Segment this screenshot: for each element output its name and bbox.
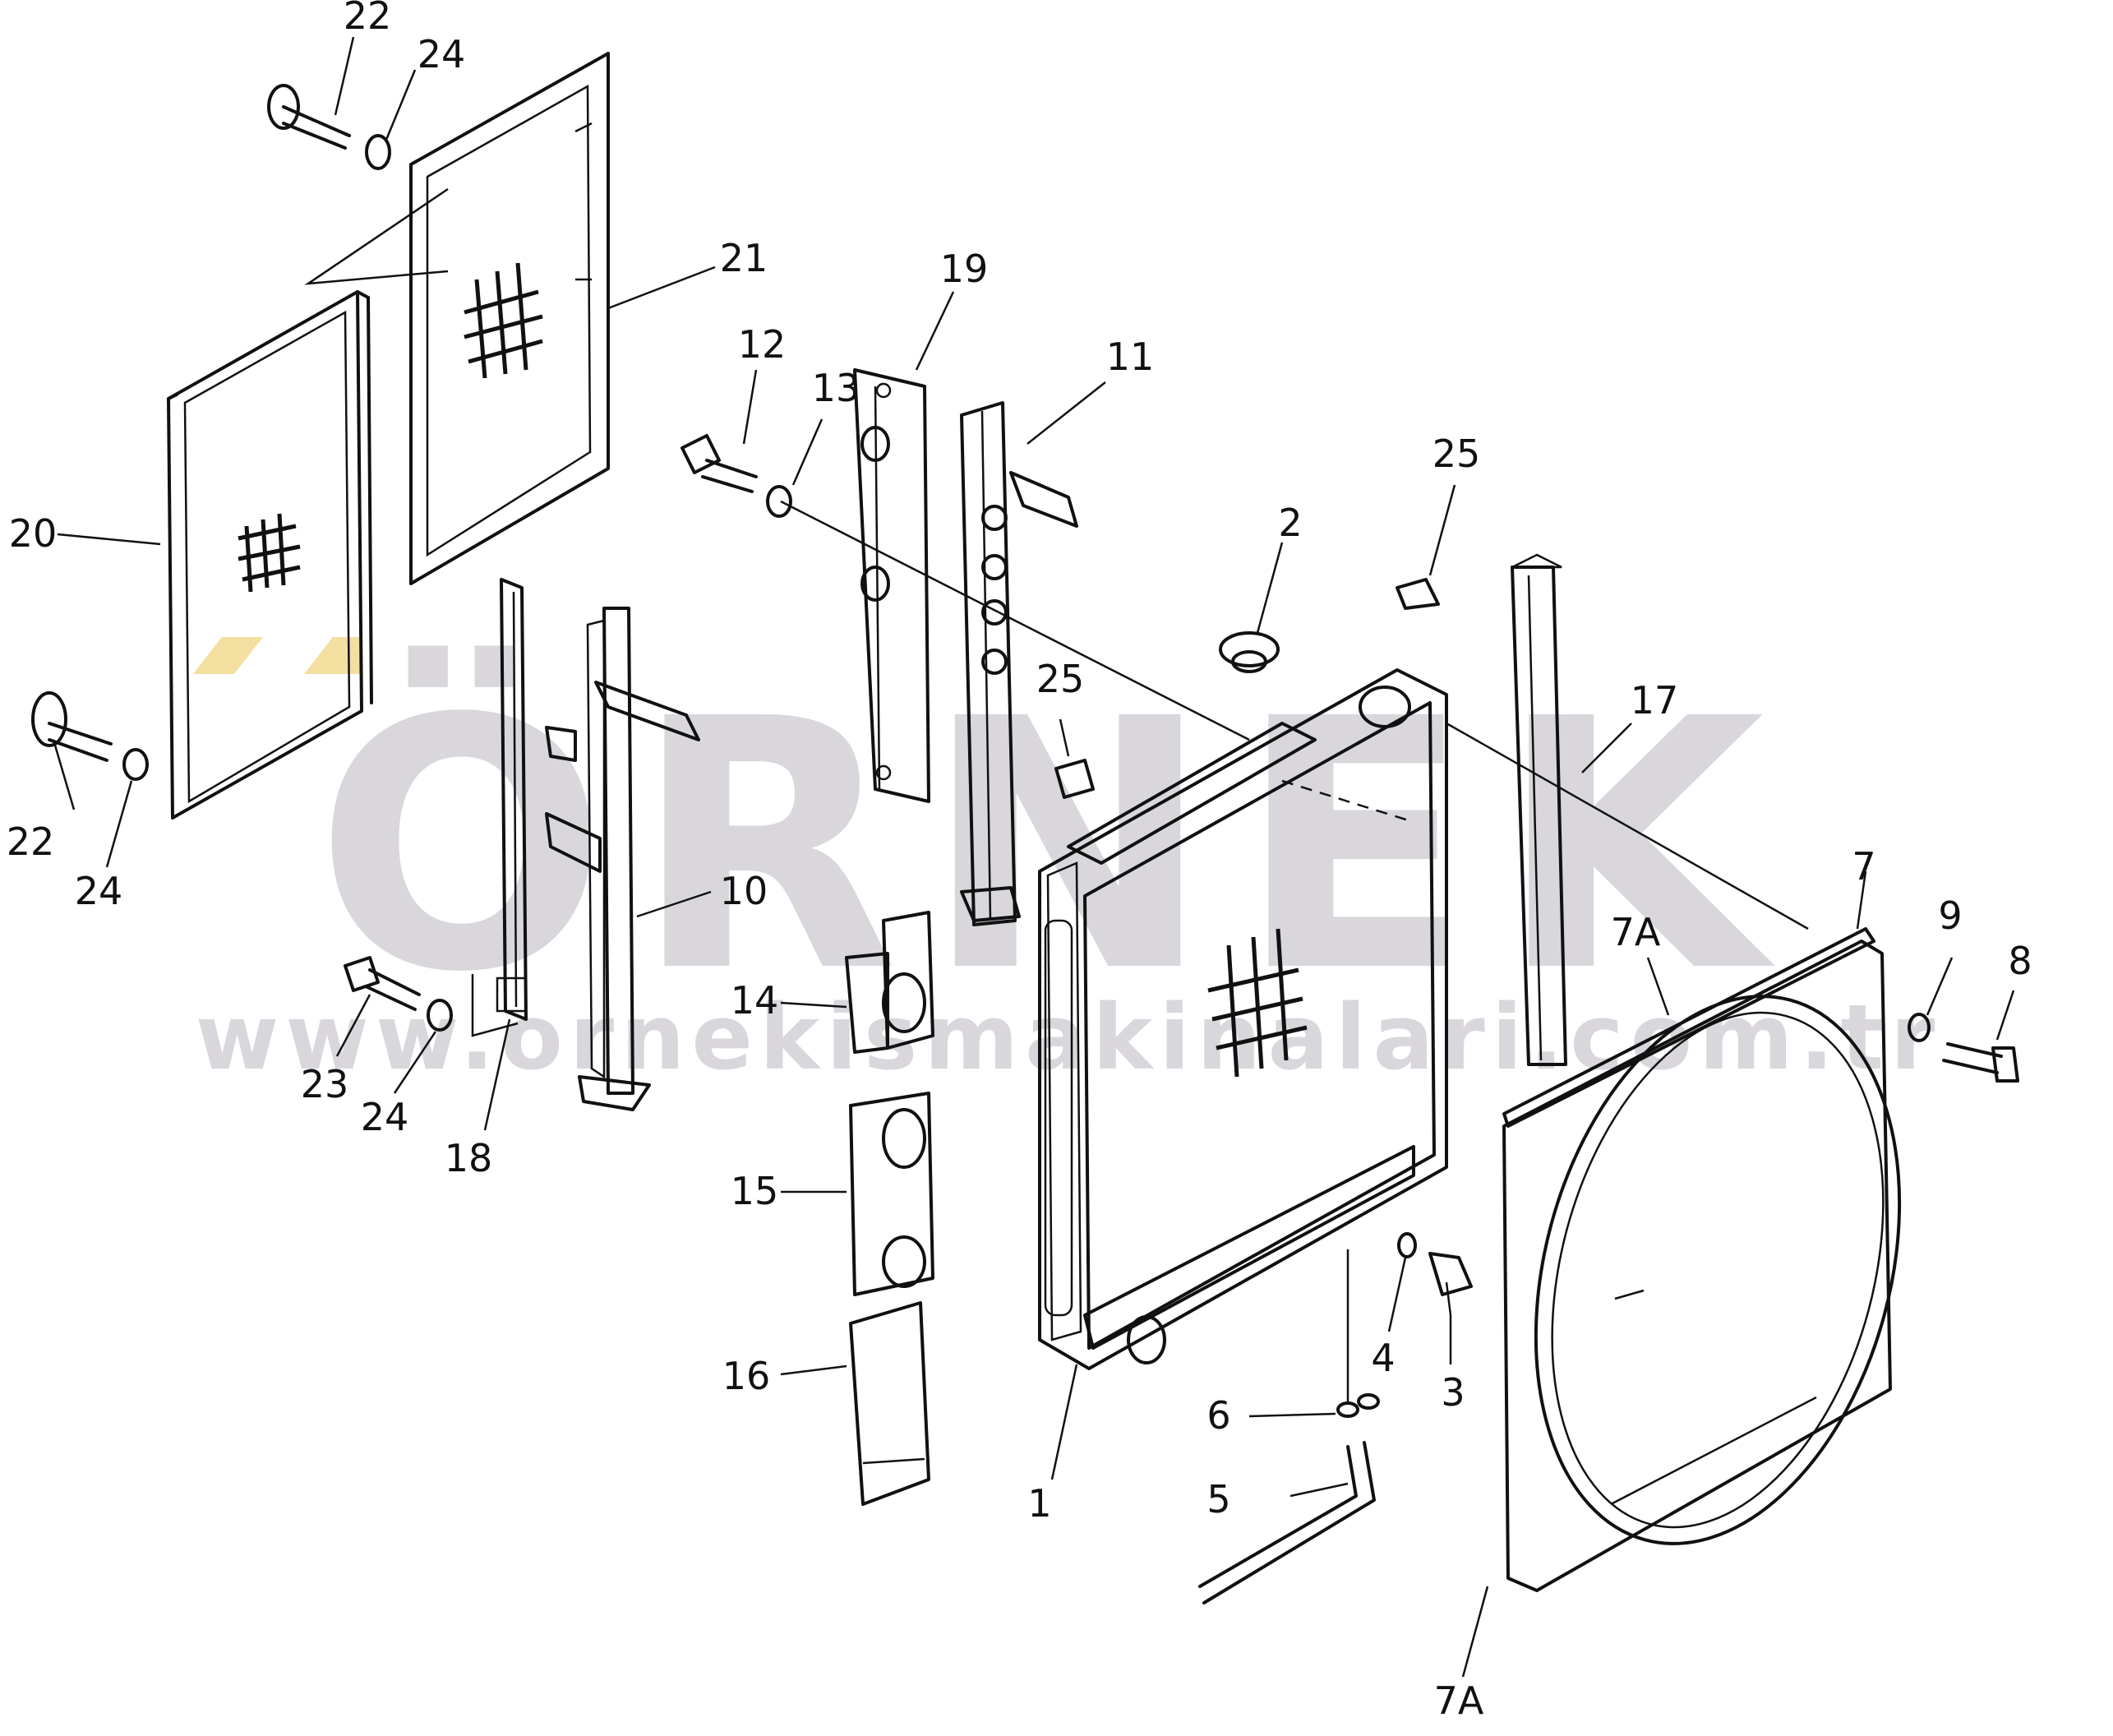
part-7-fan-shroud [1502,927,1902,1592]
callout-1: 1 [1027,1481,1051,1526]
part-13-washer [766,485,792,518]
part-21-screen-frame [304,52,610,585]
part-20-screen-frame [167,290,373,820]
part-6-clip [1336,1393,1380,1418]
watermark: ÖRNEK www.ornekismakinalari.com.tr [193,637,1942,1090]
callout-5: 5 [1206,1477,1230,1521]
callout-7a-top: 7A [1611,910,1661,954]
callout-9: 9 [1938,893,1962,938]
callout-13: 13 [812,366,860,410]
callout-19: 19 [940,247,989,291]
part-22-wing-bolt-left [31,691,149,781]
watermark-url: www.ornekismakinalari.com.tr [196,985,1942,1090]
part-25-pad-left [1054,759,1095,799]
callout-11: 11 [1106,335,1155,379]
callout-labels: 1 2 3 4 5 6 7 7A 7A 8 9 10 11 12 13 14 1… [7,0,2032,1723]
callout-8: 8 [2008,939,2032,983]
part-3-drain-plug [1428,1252,1473,1316]
part-11-support [960,401,1078,926]
part-18-bracket [471,578,528,1037]
callout-12: 12 [738,322,787,367]
callout-17: 17 [1631,678,1679,723]
callout-4: 4 [1371,1336,1395,1380]
part-8-bolt [1942,1042,2019,1083]
callout-14: 14 [731,978,779,1023]
callout-leaders [52,36,2015,1678]
callout-2: 2 [1278,501,1302,545]
callout-7: 7 [1852,844,1875,889]
callout-24-left: 24 [75,869,123,913]
watermark-accent-left [193,637,263,674]
part-2-radiator-cap [1219,631,1280,673]
part-4-gasket [1397,1232,1417,1258]
part-10-stay [545,607,700,1111]
callout-18: 18 [445,1136,493,1180]
callout-20: 20 [9,511,58,556]
part-16-block [849,1301,930,1506]
callout-7a-bottom: 7A [1434,1678,1484,1723]
callout-3: 3 [1441,1370,1465,1415]
callout-21: 21 [720,236,768,280]
alignment-lines [780,500,1809,1401]
callout-25-right: 25 [1433,432,1481,476]
callout-23: 23 [301,1062,349,1106]
part-23-bolt [344,956,453,1032]
callout-24-bottom: 24 [361,1095,409,1139]
callout-15: 15 [731,1169,779,1213]
part-22-wing-bolt-top [267,84,391,170]
part-25-pad-right [1396,578,1440,610]
part-17-channel [1511,553,1567,1066]
callout-24-top: 24 [418,32,466,76]
callout-25-left: 25 [1036,657,1085,701]
callout-22-top: 22 [344,0,392,38]
part-15-block [849,1092,934,1296]
callout-10: 10 [720,869,768,913]
callout-22-left: 22 [7,820,55,864]
part-19-support [853,368,930,803]
callout-6: 6 [1206,1393,1230,1438]
part-12-bolt [680,434,758,493]
callout-16: 16 [722,1354,771,1398]
part-14-block [845,911,934,1054]
part-1-radiator [1038,668,1448,1370]
part-9-washer [1908,1013,1931,1042]
watermark-accent-right [304,637,362,674]
part-5-hose [1198,1441,1376,1604]
